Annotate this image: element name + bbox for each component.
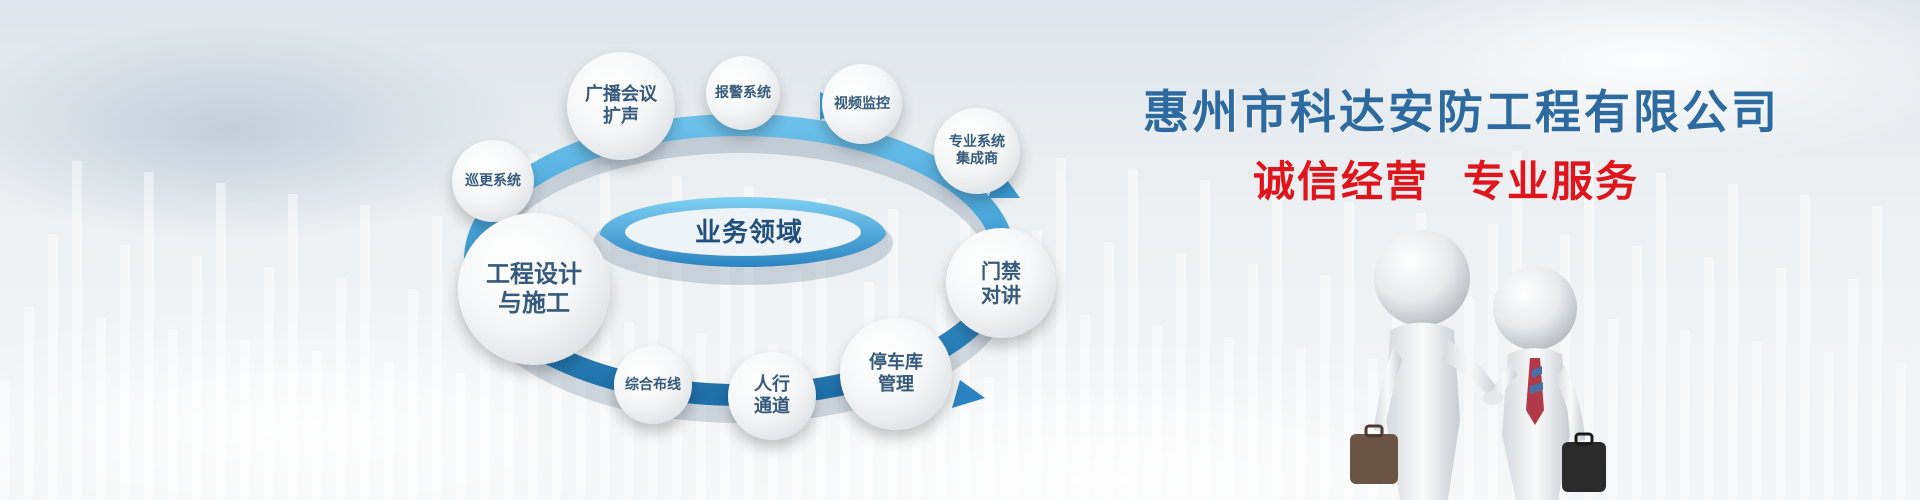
- right-figure-head: [1493, 266, 1577, 350]
- left-figure-head: [1374, 230, 1470, 326]
- center-label: 业务领域: [695, 218, 804, 248]
- node-label: 与施工: [498, 289, 570, 317]
- node-label: 扩声: [603, 106, 639, 127]
- service-node-alarm: 报警系统: [706, 56, 780, 130]
- node-label: 工程设计: [486, 260, 582, 289]
- node-label: 对讲: [981, 283, 1021, 307]
- handshake-figures-illustration: [1350, 230, 1606, 500]
- node-label: 通道: [754, 396, 790, 417]
- slogan-right: 专业服务: [1463, 157, 1640, 206]
- node-label: 报警系统: [715, 84, 771, 101]
- service-node-parking: 停车库管理: [840, 318, 952, 430]
- service-node-pedestrian: 人行通道: [728, 352, 816, 440]
- node-label: 集成商: [956, 151, 998, 167]
- node-label: 门禁: [981, 259, 1021, 283]
- node-label: 巡更系统: [465, 172, 521, 189]
- slogan: 诚信经营专业服务: [1253, 148, 1673, 209]
- service-node-integrator: 专业系统集成商: [934, 108, 1020, 194]
- service-node-video: 视频监控: [822, 64, 902, 144]
- node-label: 广播会议: [585, 84, 657, 106]
- node-label: 专业系统: [949, 134, 1005, 151]
- node-label: 综合布线: [625, 376, 681, 393]
- left-figure-body: [1386, 322, 1460, 500]
- right-briefcase: [1562, 442, 1606, 492]
- node-label: 人行: [754, 374, 790, 396]
- node-label: 视频监控: [834, 95, 890, 112]
- service-node-engineering: 工程设计与施工: [458, 213, 610, 365]
- slogan-left: 诚信经营: [1253, 157, 1430, 206]
- service-node-broadcast: 广播会议扩声: [567, 52, 675, 160]
- node-label: 管理: [878, 374, 914, 395]
- arrow-head: [952, 380, 985, 408]
- service-node-patrol: 巡更系统: [452, 140, 534, 222]
- left-briefcase: [1350, 434, 1398, 484]
- service-node-cabling: 综合布线: [614, 346, 692, 424]
- node-label: 停车库: [869, 352, 923, 374]
- right-figure-body: [1502, 348, 1570, 500]
- company-name: 惠州市科达安防工程有限公司: [1143, 85, 1780, 139]
- service-node-access: 门禁对讲: [946, 228, 1056, 338]
- handshake: [1483, 391, 1503, 405]
